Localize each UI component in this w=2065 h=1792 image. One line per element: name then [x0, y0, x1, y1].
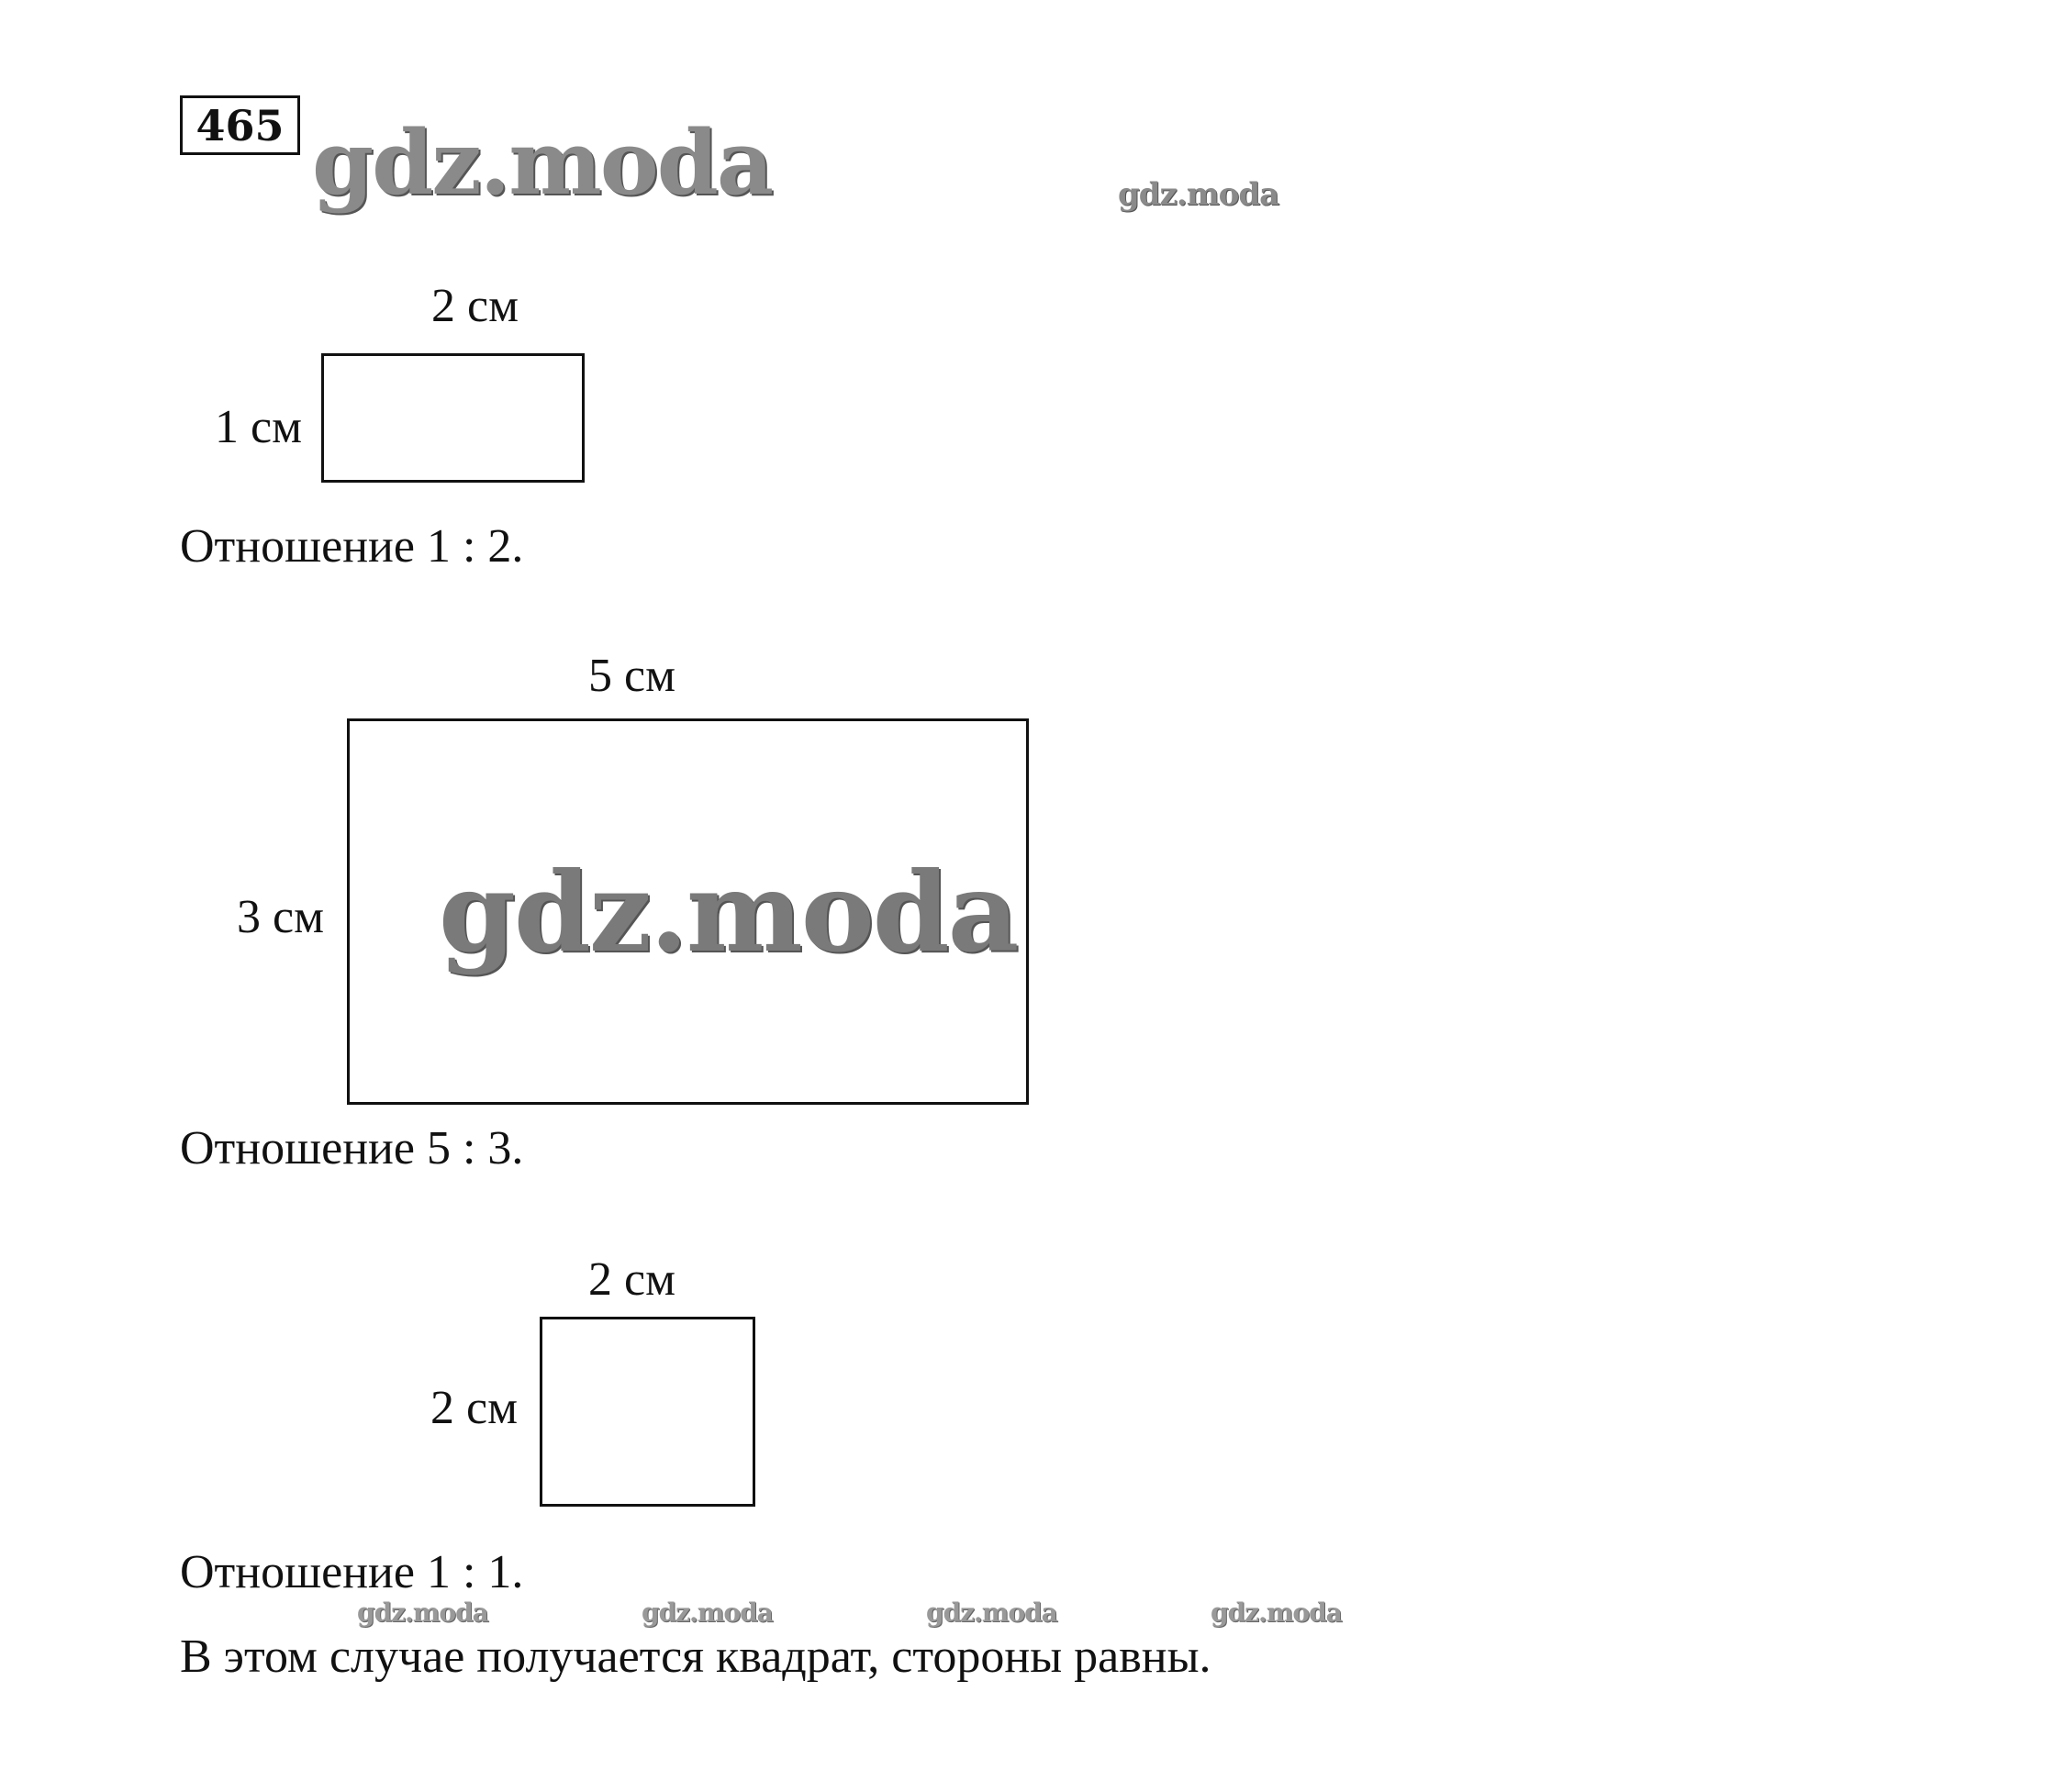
figure2-ratio: Отношение 5 : 3. — [180, 1122, 524, 1174]
figure3-side-label: 2 см — [430, 1382, 518, 1434]
figure1-side-label: 1 см — [215, 401, 302, 453]
figure3-ratio: Отношение 1 : 1. — [180, 1546, 524, 1598]
figure1-ratio: Отношение 1 : 2. — [180, 520, 524, 573]
rectangle-1x2 — [321, 353, 585, 483]
figure1-top-label: 2 см — [431, 280, 519, 332]
rectangle-5x3 — [347, 718, 1029, 1105]
watermark-logo: gdz.moda — [1118, 176, 1279, 213]
watermark-logo: gdz.moda — [312, 111, 774, 215]
figure3-top-label: 2 см — [588, 1253, 675, 1306]
watermark-logo: gdz.moda — [357, 1597, 489, 1628]
figure2-side-label: 3 см — [237, 891, 324, 943]
square-2x2 — [540, 1317, 755, 1507]
watermark-logo: gdz.moda — [642, 1597, 774, 1628]
conclusion-text: В этом случае получается квадрат, сторон… — [180, 1631, 1211, 1683]
problem-number: 465 — [180, 95, 300, 155]
watermark-logo: gdz.moda — [439, 848, 1019, 977]
watermark-logo: gdz.moda — [1211, 1597, 1343, 1628]
figure2-top-label: 5 см — [588, 650, 675, 702]
watermark-logo: gdz.moda — [926, 1597, 1058, 1628]
